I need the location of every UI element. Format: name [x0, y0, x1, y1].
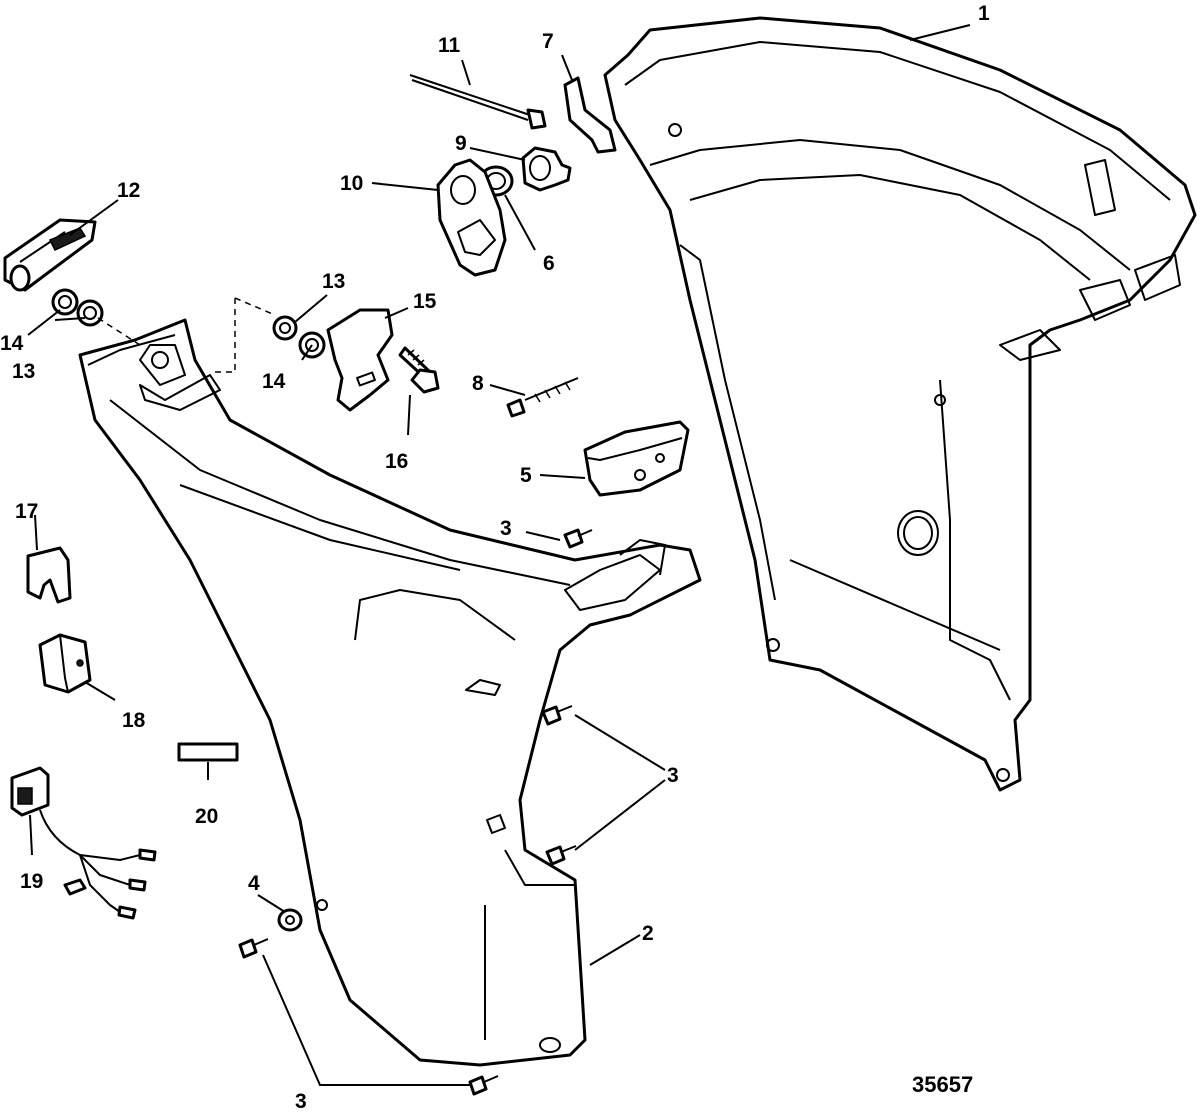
callout-5: 5 — [520, 464, 532, 487]
part-3-screw-bottom — [468, 1075, 499, 1096]
callout-6: 6 — [543, 252, 555, 275]
callout-14-left: 14 — [0, 332, 24, 355]
part-13-bushing-left — [76, 299, 104, 327]
part-16-bolt — [398, 346, 440, 394]
callout-3-upper: 3 — [500, 517, 512, 540]
callout-9: 9 — [455, 132, 467, 155]
callout-12: 12 — [117, 179, 140, 202]
assembly-dashed-lines — [97, 297, 276, 373]
part-17-clip — [26, 546, 72, 604]
part-7-bracket — [563, 76, 617, 154]
callout-14-right: 14 — [262, 370, 286, 393]
callout-8: 8 — [472, 372, 484, 395]
part-19-switch-harness — [10, 766, 157, 920]
part-3-screw-left — [238, 938, 269, 959]
callout-labels: 1 2 3 3 3 4 5 6 7 8 9 10 11 12 13 13 14 … — [0, 2, 990, 1113]
part-9-latch-knob — [521, 146, 572, 192]
callout-13-left: 13 — [12, 360, 35, 383]
callout-17: 17 — [15, 500, 38, 523]
figure-number: 35657 — [912, 1072, 973, 1097]
callout-19: 19 — [20, 870, 43, 893]
callout-3-bottom: 3 — [295, 1090, 307, 1113]
part-3-screw-middle-lower — [545, 845, 577, 866]
part-15-latch-plate — [326, 308, 394, 412]
callout-1: 1 — [978, 2, 990, 25]
callout-15: 15 — [413, 290, 437, 313]
callout-4: 4 — [248, 872, 260, 895]
callout-2: 2 — [642, 922, 654, 945]
part-12-handle — [3, 218, 97, 292]
part-11-tie-strap — [409, 74, 547, 130]
leader-lines — [27, 24, 971, 1086]
callout-3-right: 3 — [667, 764, 679, 787]
part-2-front-cowl — [78, 318, 702, 1067]
callout-7: 7 — [542, 30, 554, 53]
part-18-switch — [38, 633, 92, 694]
part-1-rear-cowl — [603, 16, 1197, 792]
part-3-screw-upper — [563, 528, 593, 549]
part-13-bushing-right — [272, 315, 298, 341]
part-5-cover — [583, 420, 690, 497]
callout-13-right: 13 — [322, 270, 345, 293]
part-20-decal — [177, 742, 239, 762]
part-14-washer-left — [51, 288, 79, 316]
part-8-long-screw — [506, 377, 579, 418]
part-10-seal-plate — [436, 158, 507, 277]
callout-16: 16 — [385, 450, 408, 473]
callout-20: 20 — [195, 805, 218, 828]
part-4-washer — [277, 908, 303, 932]
callout-18: 18 — [122, 709, 146, 732]
callout-10: 10 — [340, 172, 363, 195]
callout-11: 11 — [438, 34, 461, 57]
part-3-screw-middle — [541, 705, 573, 726]
